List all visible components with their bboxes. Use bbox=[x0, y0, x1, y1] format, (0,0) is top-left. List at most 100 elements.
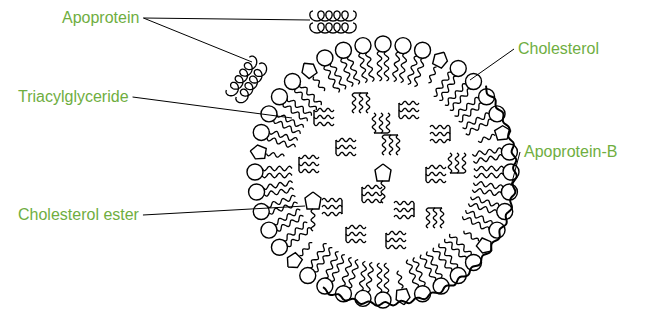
cholesterol-tail bbox=[397, 271, 403, 289]
phospholipid-head bbox=[271, 89, 287, 105]
cholesterol-symbol bbox=[250, 145, 266, 159]
cholesterol-symbol bbox=[302, 63, 317, 78]
fatty-acid-tail bbox=[471, 197, 500, 206]
fatty-acid-tail bbox=[413, 257, 425, 286]
phospholipid-head bbox=[271, 239, 287, 255]
triacylglyceride-symbol bbox=[430, 125, 450, 142]
leader-line bbox=[133, 97, 292, 118]
triacylglyceride-symbol bbox=[426, 208, 443, 228]
fatty-acid-tail bbox=[433, 248, 452, 272]
phospholipid-head bbox=[375, 36, 391, 52]
fatty-acid-tail bbox=[274, 209, 301, 225]
fatty-acid-tail bbox=[450, 234, 472, 255]
triacylglyceride-symbol bbox=[352, 93, 369, 113]
phospholipid-head bbox=[249, 184, 265, 200]
cholesterol-tail bbox=[478, 134, 495, 142]
phospholipid-head bbox=[489, 222, 505, 238]
triacylglyceride-symbol bbox=[399, 101, 419, 118]
apoproteins bbox=[225, 11, 517, 306]
fatty-acid-tail bbox=[472, 189, 502, 196]
fatty-acid-tail bbox=[455, 97, 479, 116]
cholesterol-tail bbox=[300, 243, 313, 256]
part-label: Triacylglyceride bbox=[18, 88, 129, 106]
phospholipid-head bbox=[466, 255, 482, 271]
triacylglyceride-symbol bbox=[448, 153, 465, 173]
triacylglyceride-symbol bbox=[386, 231, 406, 248]
phospholipid-head bbox=[395, 38, 411, 54]
fatty-acid-tail bbox=[348, 56, 360, 85]
fatty-acid-tail bbox=[462, 216, 489, 230]
apoprotein-b-band bbox=[323, 86, 517, 306]
fatty-acid-tail bbox=[341, 58, 353, 87]
triacylglyceride-symbol bbox=[299, 155, 319, 172]
fatty-acid-tail bbox=[263, 181, 293, 189]
phospholipid-head bbox=[284, 73, 300, 89]
part-label: Cholesterol ester bbox=[18, 206, 139, 224]
fatty-acid-tail bbox=[277, 215, 304, 231]
triacylglyceride-symbol bbox=[382, 135, 399, 155]
fatty-acid-tail bbox=[262, 173, 292, 177]
fatty-acid-tail bbox=[439, 76, 457, 100]
fatty-acid-tail bbox=[474, 166, 504, 170]
fatty-acid-tail bbox=[366, 52, 374, 82]
triacylglyceride-symbol bbox=[372, 113, 389, 133]
fatty-acid-tail bbox=[445, 84, 466, 106]
phospholipid-head bbox=[300, 268, 316, 284]
fatty-acid-tail bbox=[377, 51, 381, 81]
phospholipid-head bbox=[253, 124, 269, 140]
fatty-acid-tail bbox=[459, 103, 483, 122]
cholesterol-tail bbox=[313, 77, 325, 92]
fatty-acid-tail bbox=[359, 53, 367, 83]
fatty-acid-tail bbox=[473, 182, 503, 189]
triacylglyceride-symbol bbox=[314, 108, 334, 125]
phospholipid-head bbox=[261, 222, 277, 238]
leader-line bbox=[470, 49, 514, 80]
fatty-acid-tail bbox=[287, 98, 311, 116]
fatty-acid-tail bbox=[420, 255, 436, 282]
fatty-acid-tail bbox=[267, 138, 296, 147]
cholesterol-symbol bbox=[433, 52, 448, 68]
fatty-acid-tail bbox=[366, 262, 373, 292]
fatty-acid-tail bbox=[393, 52, 400, 82]
triacylglyceride-symbol bbox=[336, 138, 356, 155]
fatty-acid-tail bbox=[262, 166, 292, 170]
part-label: Cholesterol bbox=[518, 40, 599, 58]
fatty-acid-tail bbox=[377, 263, 381, 293]
fatty-acid-tail bbox=[445, 239, 467, 260]
fatty-acid-tail bbox=[384, 51, 388, 81]
triacylglyceride-symbol bbox=[346, 225, 366, 242]
fatty-acid-tail bbox=[426, 251, 442, 278]
fatty-acid-tail bbox=[349, 260, 358, 289]
fatty-acid-tail bbox=[287, 228, 311, 247]
fatty-acid-tail bbox=[414, 58, 423, 87]
leader-line bbox=[143, 18, 252, 62]
fatty-acid-tail bbox=[466, 119, 493, 135]
part-label: Apoprotein-B bbox=[524, 143, 617, 161]
fatty-acid-tail bbox=[472, 148, 502, 156]
phospholipid-head bbox=[317, 50, 333, 66]
fatty-acid-tail bbox=[295, 89, 317, 110]
cholesterol-ester-symbol bbox=[375, 164, 391, 203]
leader-lines bbox=[133, 18, 520, 215]
phospholipid-head bbox=[317, 278, 333, 294]
phospholipid-head bbox=[253, 204, 269, 220]
fatty-acid-tail bbox=[406, 260, 418, 289]
triacylglyceride-symbol bbox=[362, 185, 382, 202]
fatty-acid-tail bbox=[264, 188, 294, 196]
fatty-acid-tail bbox=[300, 84, 322, 105]
lipid-core bbox=[299, 93, 466, 249]
apoprotein-coil bbox=[310, 11, 356, 33]
phospholipid-head bbox=[450, 60, 466, 76]
apoprotein-coil bbox=[225, 55, 270, 106]
phospholipid-head bbox=[247, 164, 263, 180]
phospholipid-head bbox=[335, 42, 351, 58]
phospholipid-head bbox=[415, 42, 431, 58]
cholesterol-ester-symbol bbox=[305, 192, 321, 231]
fatty-acid-tail bbox=[360, 261, 367, 291]
triacylglyceride-symbol bbox=[394, 201, 414, 218]
fatty-acid-tail bbox=[400, 53, 407, 83]
triacylglyceride-symbol bbox=[322, 198, 342, 215]
fatty-acid-tail bbox=[324, 66, 340, 93]
